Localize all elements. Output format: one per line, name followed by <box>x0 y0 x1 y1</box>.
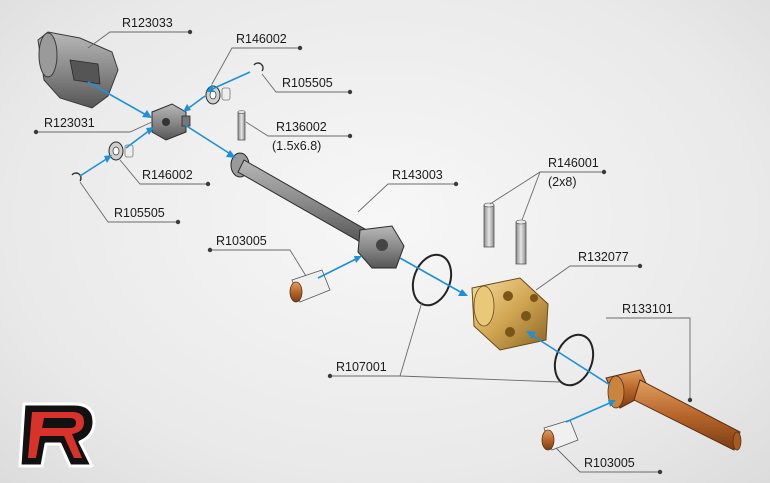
bearing-bottom-part <box>108 141 124 161</box>
sleeve-bottom-part <box>541 419 579 451</box>
ring-right-part <box>553 333 595 387</box>
dogbone-shaft-part <box>230 152 405 269</box>
label-r146002-bottom: R146002 <box>142 168 193 182</box>
label-r123033: R123033 <box>122 16 173 30</box>
pin-part <box>237 110 246 141</box>
sleeve-top-part <box>289 269 331 303</box>
label-r107001: R107001 <box>336 360 387 374</box>
label-r132077: R132077 <box>578 250 629 264</box>
spacer-part <box>221 87 231 101</box>
label-r103005-top: R103005 <box>216 234 267 248</box>
label-r105505-bottom: R105505 <box>114 206 165 220</box>
e-clip-top-part <box>253 62 264 72</box>
label-r143003: R143003 <box>392 168 443 182</box>
label-r146001-qty: (2x8) <box>548 175 576 189</box>
spacer-bottom-part <box>124 144 134 158</box>
label-r105505-top: R105505 <box>282 76 333 90</box>
part-labels: R123033 R146002 R105505 R123031 R136002 … <box>44 16 673 470</box>
axle-part <box>605 369 742 451</box>
label-r136002: R136002 <box>276 120 327 134</box>
label-r136002-size: (1.5x6.8) <box>272 139 321 153</box>
outdrive-cup-part <box>37 31 119 109</box>
label-r123031: R123031 <box>44 116 95 130</box>
cross-block-part <box>151 103 191 141</box>
drive-pins-part <box>483 202 527 265</box>
label-r146001: R146001 <box>548 156 599 170</box>
leader-lines <box>33 29 693 475</box>
label-r146002-top: R146002 <box>236 32 287 46</box>
ring-left-part <box>411 253 453 307</box>
label-r133101: R133101 <box>622 302 673 316</box>
r-logo-icon <box>18 402 96 468</box>
coupler-part <box>471 277 549 351</box>
label-r103005-bottom: R103005 <box>584 456 635 470</box>
e-clip-bottom-part <box>71 172 82 182</box>
assembly-arrows <box>79 71 616 423</box>
